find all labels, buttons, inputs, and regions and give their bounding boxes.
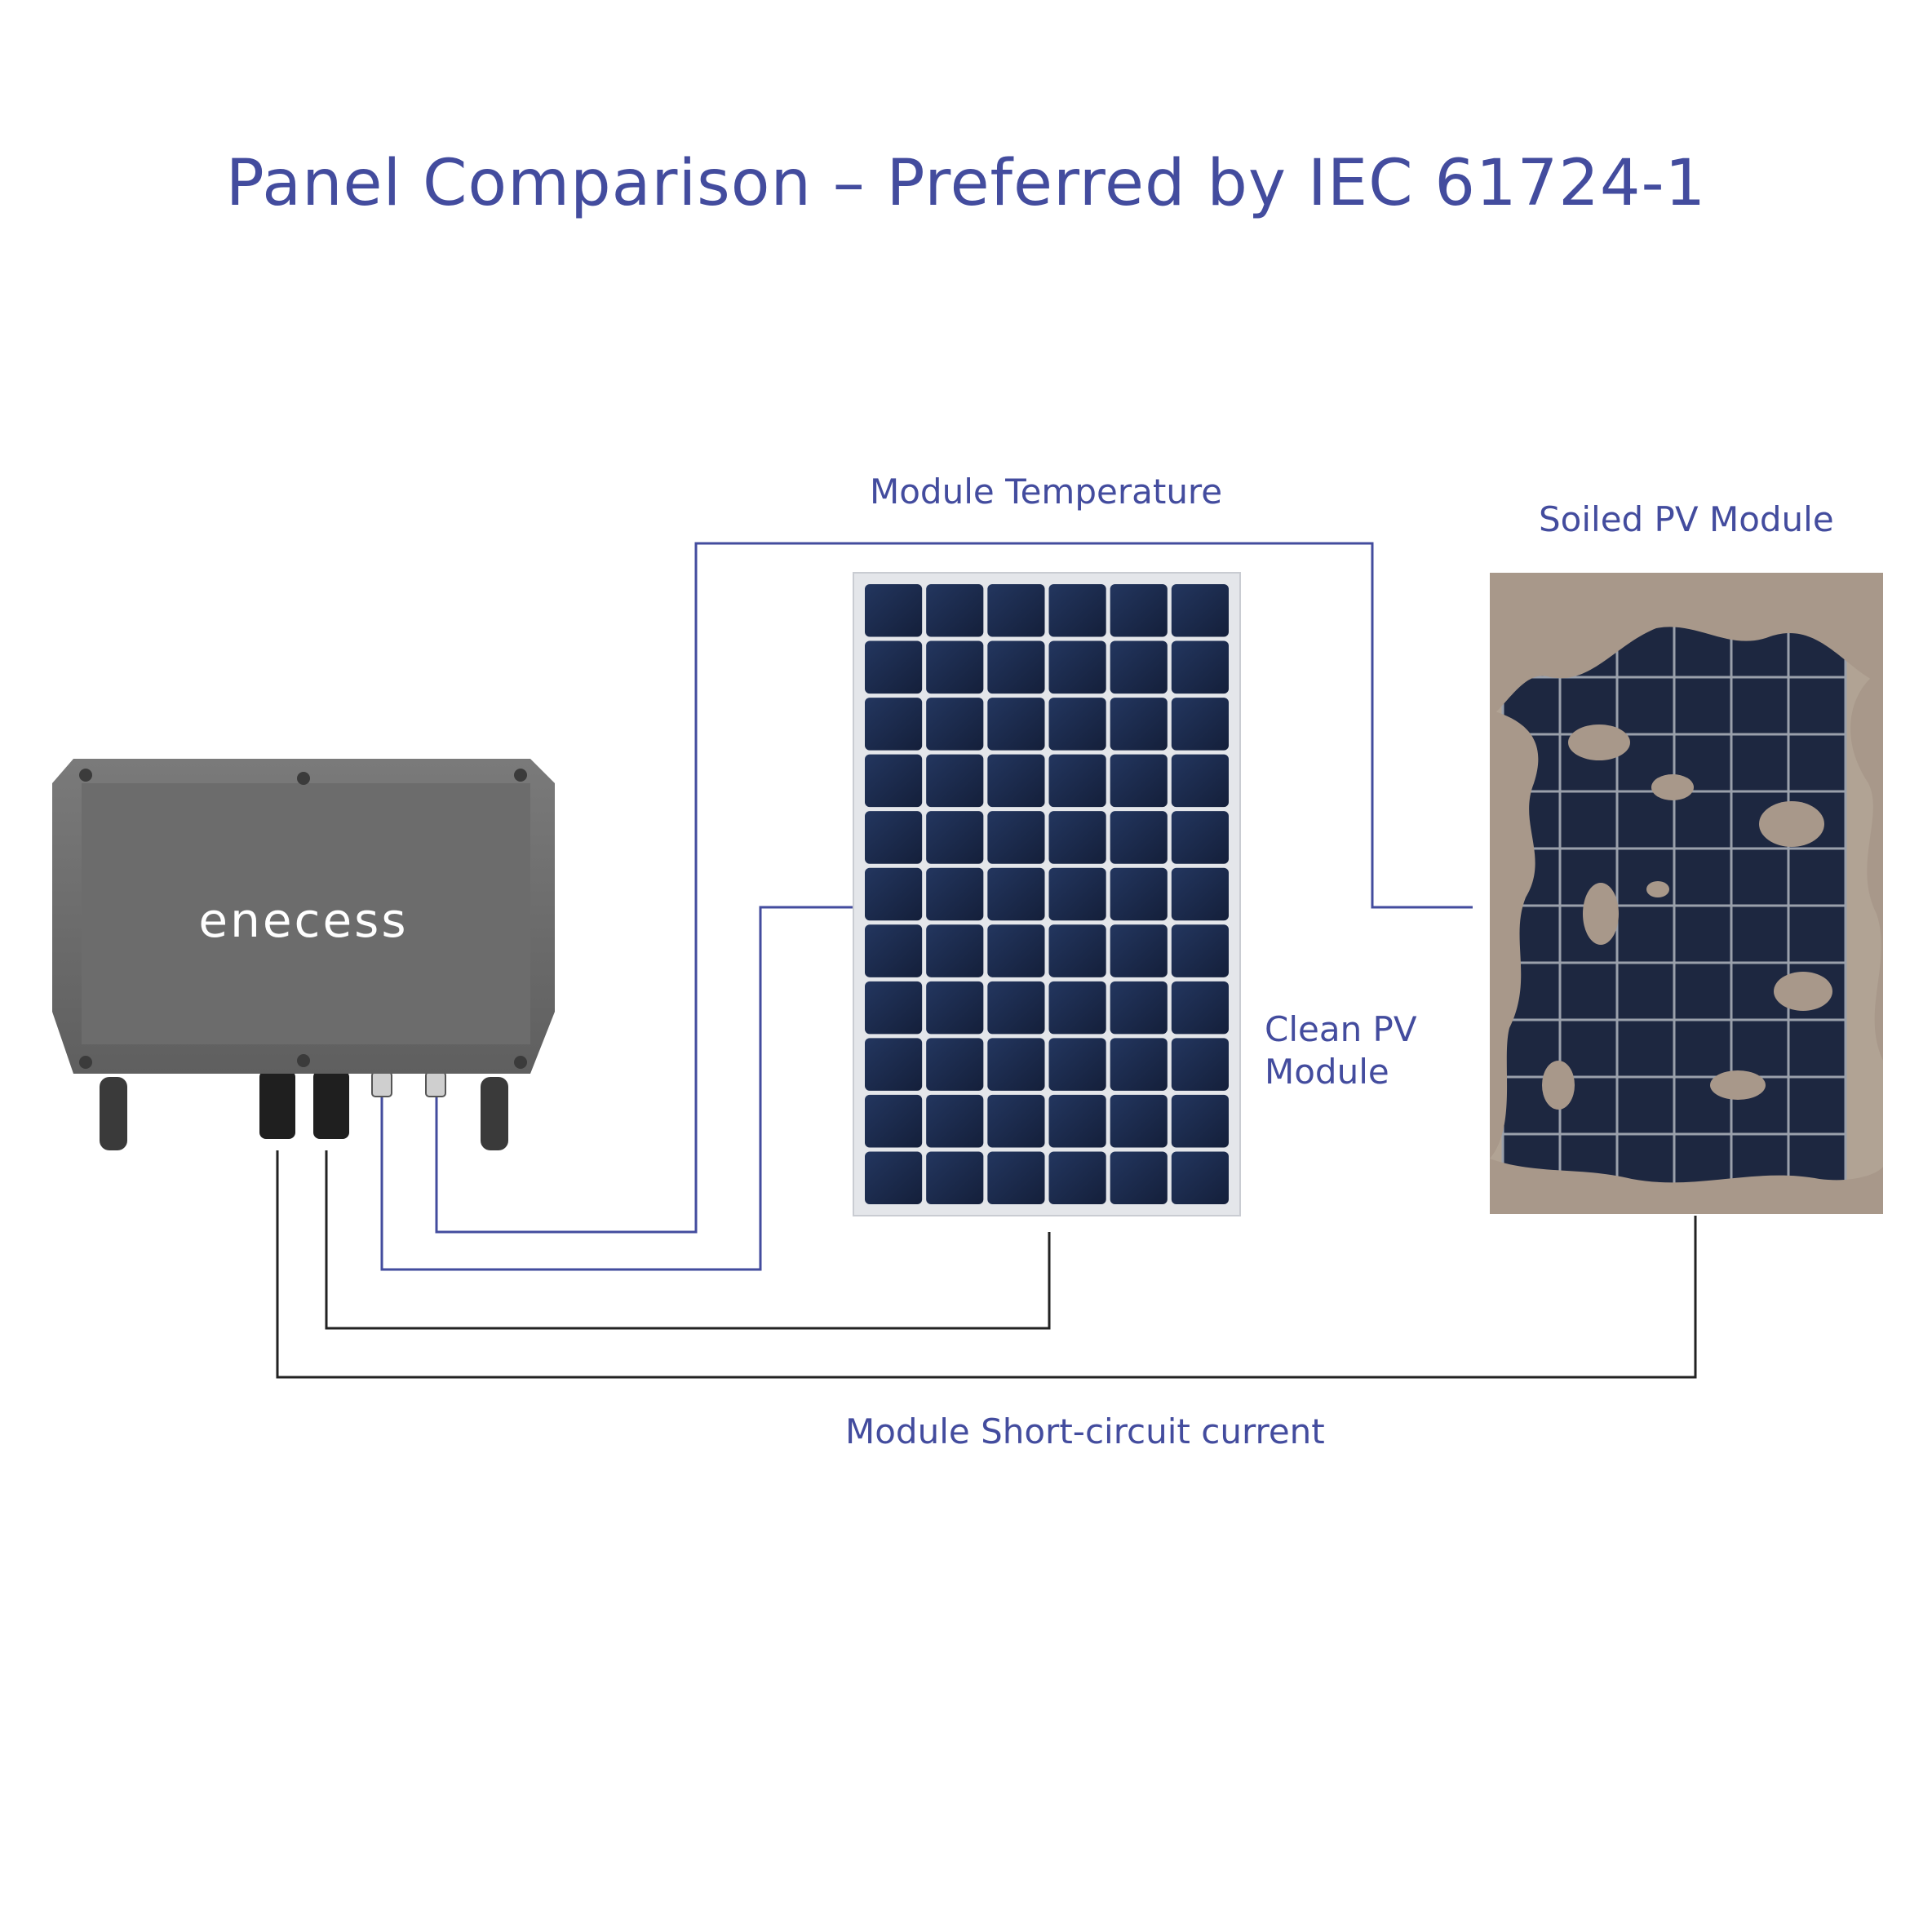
- solar-cell: [1110, 1094, 1168, 1148]
- solar-cell: [865, 1094, 923, 1148]
- solar-cell: [987, 754, 1045, 808]
- solar-cell: [1110, 640, 1168, 694]
- sensor-port-2: [425, 1071, 446, 1097]
- soiled-pv-module: [1490, 573, 1883, 1214]
- solar-cell: [987, 924, 1045, 977]
- solar-cell: [1048, 1094, 1106, 1148]
- solar-cell: [1171, 867, 1229, 921]
- solar-cell: [865, 981, 923, 1035]
- temperature-wire-clean: [380, 906, 863, 1271]
- solar-cell: [926, 1151, 984, 1204]
- connector-1: [259, 1070, 295, 1139]
- clean-pv-module: [853, 572, 1241, 1216]
- solar-cell: [865, 698, 923, 751]
- solar-cell: [1171, 1038, 1229, 1091]
- solar-cell: [926, 924, 984, 977]
- solar-cell: [865, 1151, 923, 1204]
- solar-cell: [987, 981, 1045, 1035]
- solar-cell: [865, 640, 923, 694]
- solar-cell: [1110, 981, 1168, 1035]
- mount-screws: [79, 769, 527, 1069]
- solar-cell: [865, 867, 923, 921]
- sensor-port-1: [371, 1071, 392, 1097]
- solar-cell: [987, 698, 1045, 751]
- solar-cell: [1171, 1094, 1229, 1148]
- clean-module-label: Clean PV Module: [1265, 1008, 1417, 1093]
- solar-cell: [987, 867, 1045, 921]
- temperature-wire-soiled: [435, 542, 1473, 1234]
- solar-cell: [987, 640, 1045, 694]
- current-wire-soiled: [276, 1150, 1697, 1379]
- solar-cell: [926, 981, 984, 1035]
- current-wires: [276, 1150, 1697, 1379]
- solar-cell: [1171, 584, 1229, 637]
- solar-cell: [1171, 754, 1229, 808]
- solar-cell: [1110, 754, 1168, 808]
- clean-module-label-line1: Clean PV: [1265, 1009, 1417, 1049]
- solar-cell: [1171, 640, 1229, 694]
- solar-cell: [926, 811, 984, 864]
- solar-cell: [926, 1038, 984, 1091]
- solar-cell: [987, 811, 1045, 864]
- solar-cell: [1171, 924, 1229, 977]
- solar-cell: [987, 1038, 1045, 1091]
- soiled-module-label: Soiled PV Module: [1539, 499, 1834, 539]
- solar-cell: [1048, 1151, 1106, 1204]
- solar-cell: [1110, 924, 1168, 977]
- solar-cell: [1048, 811, 1106, 864]
- solar-cell: [1048, 584, 1106, 637]
- right-antenna: [481, 1077, 508, 1150]
- solar-cell: [1171, 1151, 1229, 1204]
- solar-cell: [1171, 981, 1229, 1035]
- solar-cell: [1110, 1151, 1168, 1204]
- module-temperature-label: Module Temperature: [870, 472, 1223, 512]
- clean-module-cells: [865, 584, 1229, 1204]
- solar-cell: [865, 924, 923, 977]
- solar-cell: [987, 1094, 1045, 1148]
- device-body-face: [82, 783, 530, 1044]
- solar-cell: [987, 1151, 1045, 1204]
- solar-cell: [1048, 640, 1106, 694]
- solar-cell: [926, 584, 984, 637]
- connector-2: [313, 1070, 349, 1139]
- solar-cell: [1048, 698, 1106, 751]
- solar-cell: [926, 867, 984, 921]
- solar-cell: [865, 811, 923, 864]
- solar-cell: [1048, 924, 1106, 977]
- solar-cell: [926, 754, 984, 808]
- solar-cell: [1110, 1038, 1168, 1091]
- solar-cell: [926, 640, 984, 694]
- device-brand-logo: enecess: [198, 893, 408, 948]
- short-circuit-current-label: Module Short-circuit current: [845, 1411, 1325, 1451]
- clean-module-label-line2: Module: [1265, 1052, 1389, 1092]
- solar-cell: [1048, 1038, 1106, 1091]
- temperature-wires: [380, 542, 1473, 1271]
- solar-cell: [1110, 584, 1168, 637]
- solar-cell: [865, 754, 923, 808]
- solar-cell: [1171, 698, 1229, 751]
- solar-cell: [1048, 754, 1106, 808]
- solar-cell: [1171, 811, 1229, 864]
- solar-cell: [1110, 811, 1168, 864]
- solar-cell: [987, 584, 1045, 637]
- current-wire-clean: [325, 1150, 1051, 1330]
- left-antenna: [100, 1077, 127, 1150]
- data-logger-device: enecess: [52, 759, 555, 1150]
- solar-cell: [1048, 867, 1106, 921]
- solar-cell: [926, 698, 984, 751]
- solar-cell: [926, 1094, 984, 1148]
- diagram-title: Panel Comparison – Preferred by IEC 6172…: [225, 147, 1707, 220]
- dust-patches: [1490, 573, 1883, 1214]
- solar-cell: [1110, 698, 1168, 751]
- solar-cell: [1110, 867, 1168, 921]
- solar-cell: [865, 584, 923, 637]
- solar-cell: [1048, 981, 1106, 1035]
- solar-cell: [865, 1038, 923, 1091]
